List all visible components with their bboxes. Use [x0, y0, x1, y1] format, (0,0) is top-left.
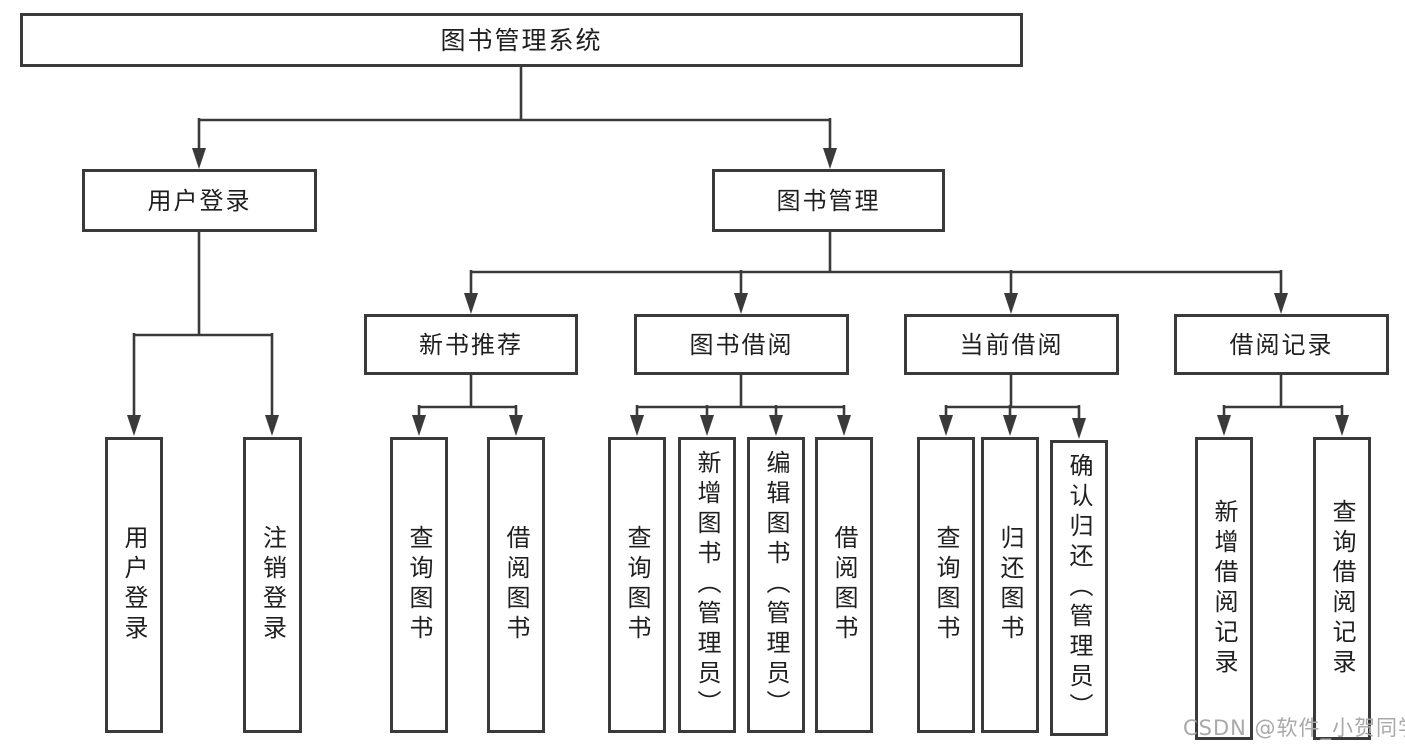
leaf-nbr-query-book: 查询图书 — [390, 437, 448, 733]
connector-bookmgmt-to-level3 — [469, 232, 1283, 309]
node-user-login: 用户登录 — [82, 169, 317, 232]
leaf-br-query-record: 查询借阅记录 — [1313, 437, 1371, 740]
leaf-bb-borrow-book: 借阅图书 — [815, 437, 873, 733]
leaf-nbr-borrow-book: 借阅图书 — [487, 437, 545, 733]
node-borrowing-records: 借阅记录 — [1174, 314, 1389, 375]
leaf-bb-edit-book-admin: 编辑图书（管理员） — [747, 437, 805, 733]
connector-level3-to-leaves — [417, 373, 1344, 434]
leaf-bb-add-book-admin: 新增图书（管理员） — [678, 437, 736, 733]
connector-userlogin-to-leaves — [132, 232, 274, 431]
leaf-br-add-record: 新增借阅记录 — [1195, 437, 1253, 740]
leaf-cb-return-book: 归还图书 — [981, 437, 1039, 733]
node-book-management: 图书管理 — [712, 169, 945, 232]
leaf-user-login: 用户登录 — [105, 437, 163, 733]
leaf-cb-confirm-return-admin: 确认归还（管理员） — [1050, 440, 1108, 736]
leaf-logout: 注销登录 — [243, 437, 302, 733]
arrowheads — [127, 148, 1349, 439]
node-current-borrowing: 当前借阅 — [904, 314, 1119, 375]
node-new-book-recommend: 新书推荐 — [364, 314, 578, 375]
leaf-cb-query-book: 查询图书 — [917, 437, 975, 733]
node-book-borrowing: 图书借阅 — [634, 314, 849, 375]
node-root-system: 图书管理系统 — [20, 13, 1023, 67]
csdn-watermark: CSDN @软件_小贺同学 — [1183, 716, 1405, 740]
leaf-bb-query-book: 查询图书 — [608, 437, 666, 733]
connector-root-to-level2 — [197, 66, 832, 164]
